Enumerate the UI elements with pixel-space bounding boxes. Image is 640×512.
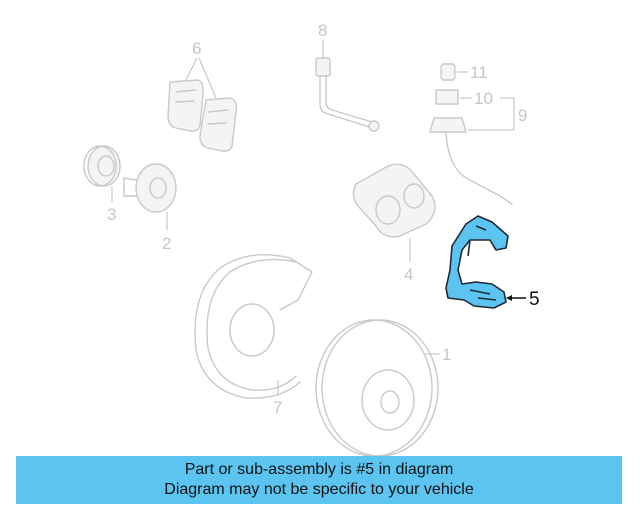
hub-part — [123, 163, 177, 230]
callout-8: 8 — [318, 21, 327, 40]
caliper-carrier-highlight — [445, 215, 509, 309]
callout-2: 2 — [162, 234, 171, 253]
caliper-carrier-part — [445, 215, 526, 309]
bleeder-sensor-parts — [429, 63, 515, 205]
callout-1: 1 — [442, 345, 451, 364]
callout-4: 4 — [404, 265, 413, 284]
callout-7: 7 — [273, 398, 282, 417]
callout-6: 6 — [192, 39, 201, 58]
brake-pads-part — [167, 57, 238, 152]
callout-10: 10 — [474, 89, 493, 108]
splash-shield-part — [194, 253, 313, 399]
brake-disc-part — [315, 319, 440, 456]
banner-line-part-number: Part or sub-assembly is #5 in diagram — [184, 461, 454, 478]
info-banner: Part or sub-assembly is #5 in diagram Di… — [16, 456, 622, 504]
callout-9: 9 — [518, 106, 527, 125]
callout-arrow-5 — [506, 295, 512, 301]
banner-line-disclaimer: Diagram may not be specific to your vehi… — [164, 481, 474, 498]
callout-11: 11 — [470, 63, 488, 82]
bearing-part — [83, 145, 121, 202]
callout-5: 5 — [529, 289, 540, 310]
brake-hose-part — [315, 40, 380, 132]
callout-3: 3 — [107, 205, 116, 224]
caliper-part — [352, 163, 436, 262]
parts-diagram: 1 2 3 4 5 6 7 8 9 10 11 — [83, 21, 540, 456]
